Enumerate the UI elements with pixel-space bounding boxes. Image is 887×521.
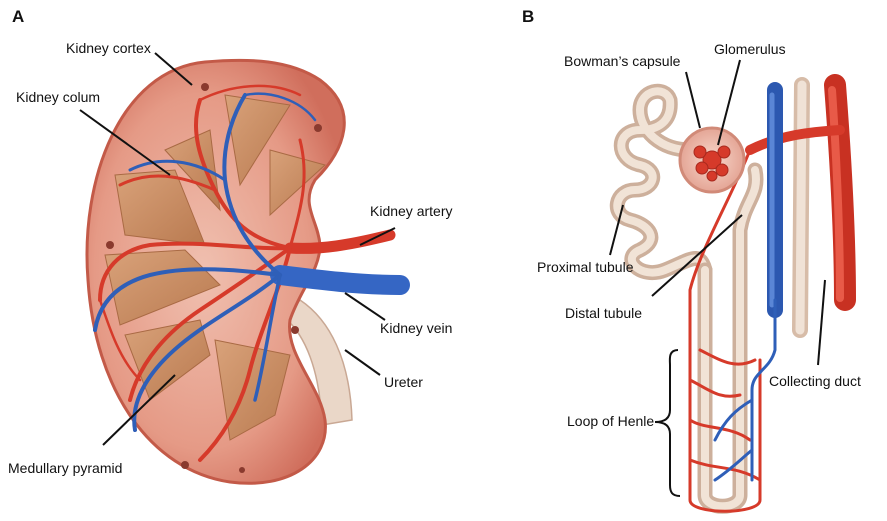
- label-collecting-duct: Collecting duct: [769, 373, 861, 389]
- loop-of-henle-shape: [705, 170, 756, 506]
- panel-b: B: [522, 7, 861, 511]
- label-bowmans-capsule: Bowman’s capsule: [564, 53, 681, 69]
- panel-a: A: [8, 7, 452, 483]
- label-distal-tubule: Distal tubule: [565, 305, 642, 321]
- label-medullary-pyramid: Medullary pyramid: [8, 460, 122, 476]
- label-glomerulus: Glomerulus: [714, 41, 786, 57]
- label-kidney-vein: Kidney vein: [380, 320, 452, 336]
- label-kidney-cortex: Kidney cortex: [66, 40, 151, 56]
- label-loop-of-henle: Loop of Henle: [567, 413, 654, 429]
- label-ureter: Ureter: [384, 374, 423, 390]
- panel-a-letter: A: [12, 7, 24, 26]
- loop-of-henle-bracket: [655, 350, 680, 496]
- panel-b-letter: B: [522, 7, 534, 26]
- label-kidney-column: Kidney colum: [16, 89, 100, 105]
- label-proximal-tubule: Proximal tubule: [537, 259, 634, 275]
- label-kidney-artery: Kidney artery: [370, 203, 452, 219]
